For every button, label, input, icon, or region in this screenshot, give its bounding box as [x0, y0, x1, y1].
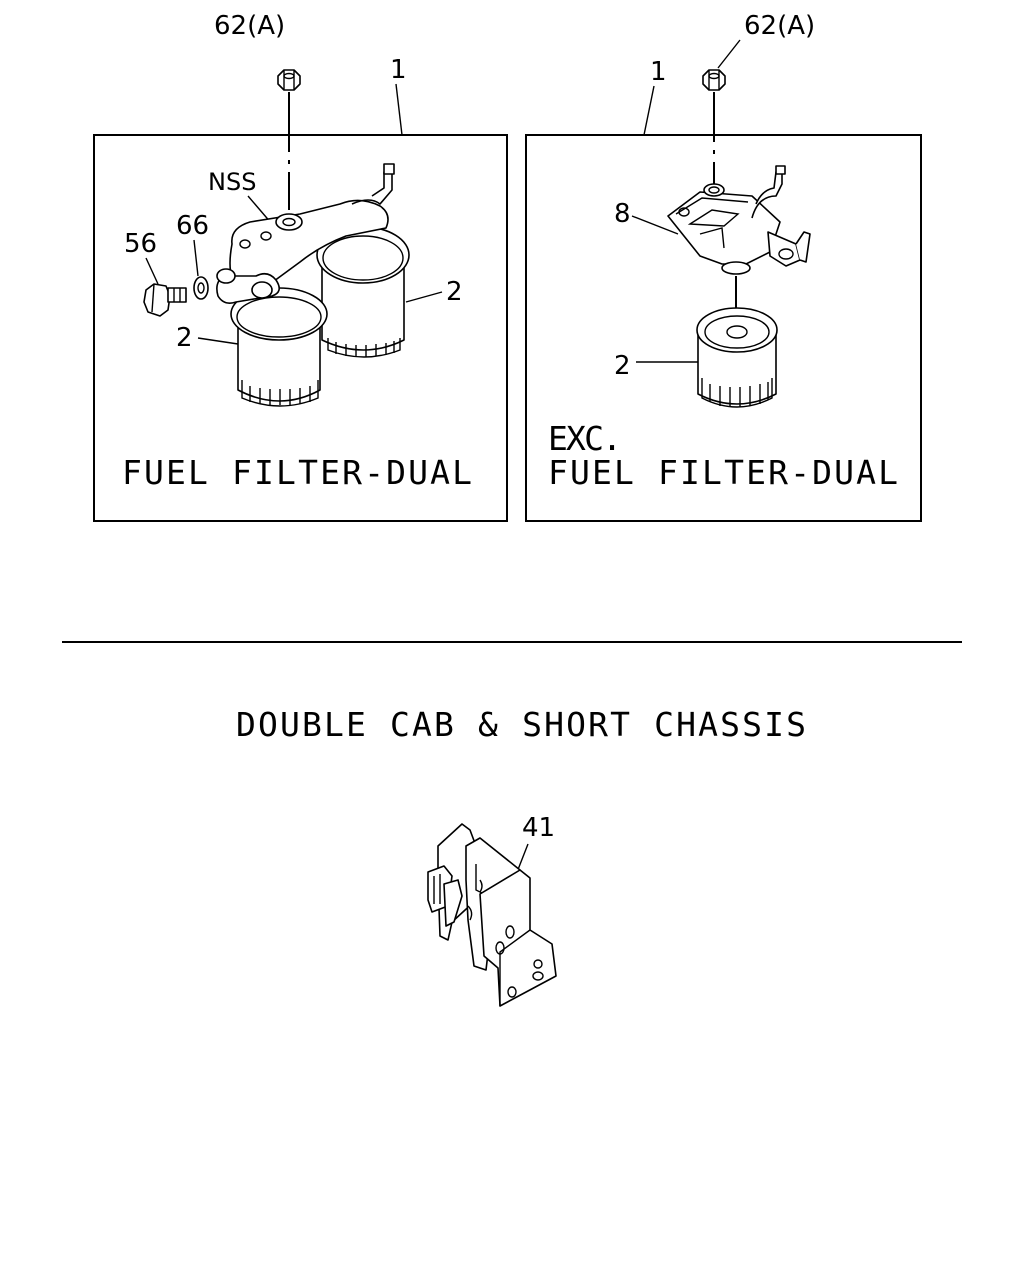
spin-on-filter-illustration: [696, 307, 778, 408]
filter-head-illustration: [667, 165, 811, 275]
right-callout-1: 1: [650, 57, 667, 87]
left-nut-icon: [277, 69, 301, 91]
right-callout-2: 2: [614, 351, 631, 381]
left-callout-62a: 62(A): [214, 11, 285, 41]
right-callout-62a-leader: [717, 39, 741, 69]
left-panel-caption: FUEL FILTER-DUAL: [122, 453, 472, 492]
section-title: DOUBLE CAB & SHORT CHASSIS: [236, 705, 806, 744]
right-callout-1-leader: [643, 85, 655, 136]
right-callout-62a: 62(A): [744, 11, 815, 41]
left-callout-66-leader: [193, 239, 199, 277]
right-callout-8-leader: [631, 215, 679, 235]
right-panel-caption-line2: FUEL FILTER-DUAL: [548, 453, 898, 492]
left-callout-1-leader: [395, 83, 403, 136]
left-callout-66: 66: [176, 211, 209, 241]
right-panel-caption-line1: EXC.: [548, 419, 622, 458]
left-callout-1: 1: [390, 55, 407, 85]
left-callout-2-right: 2: [446, 277, 463, 307]
right-panel-frame: [525, 134, 922, 522]
left-callout-56: 56: [124, 229, 157, 259]
left-callout-2-left-leader: [197, 337, 239, 345]
right-nut-icon: [702, 69, 726, 91]
left-callout-56-leader: [145, 257, 159, 285]
left-panel: 62(A) 1 NSS: [93, 11, 508, 522]
washer-icon: [193, 276, 209, 300]
left-callout-2-left: 2: [176, 323, 193, 353]
bolt-icon: [143, 283, 187, 317]
bracket-callout-41: 41: [522, 813, 555, 843]
bracket-illustration: 41: [427, 813, 557, 1007]
left-callout-nss: NSS: [208, 168, 256, 196]
dual-fuel-filter-illustration: [216, 163, 410, 407]
left-callout-2-right-leader: [405, 291, 443, 303]
right-panel: 62(A) 1: [525, 11, 922, 522]
right-callout-8: 8: [614, 199, 631, 229]
left-panel-frame: [93, 134, 508, 522]
